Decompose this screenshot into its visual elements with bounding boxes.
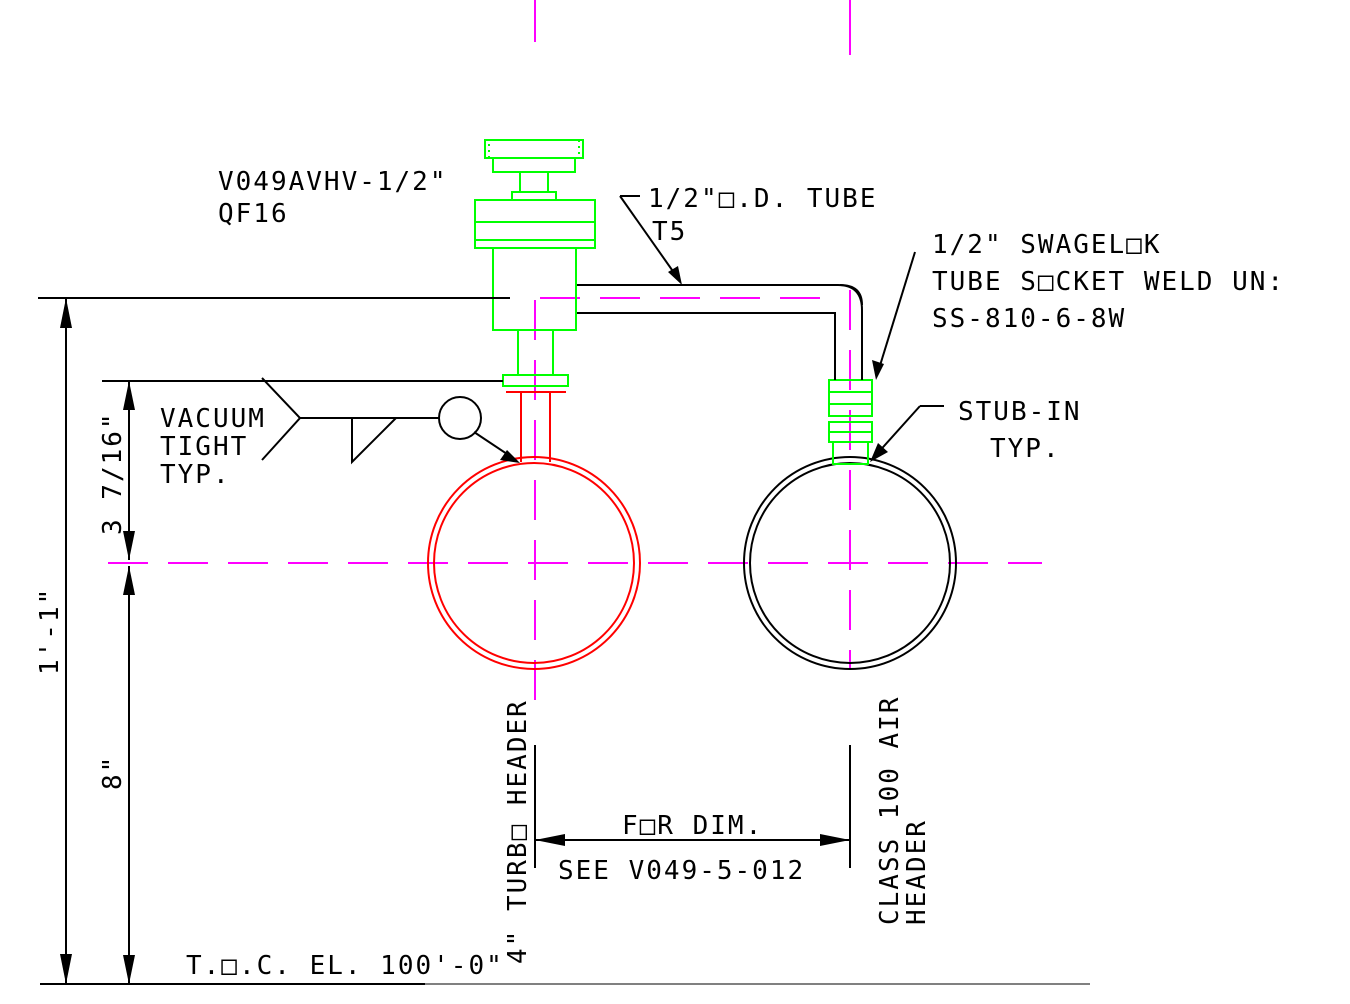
valve-sub-label: QF16 (218, 199, 289, 229)
upper-dimension: 3 7/16" (98, 411, 128, 535)
overall-dimension: 1'-1" (35, 587, 65, 675)
weld-label-1: VACUUM (160, 404, 266, 434)
valve-body (474, 139, 596, 387)
turbo-header-label: 4" TURB□ HEADER (503, 699, 533, 964)
leader-lines (261, 195, 944, 465)
toc-elevation-label: T.□.C. EL. 100'-0" (186, 951, 504, 981)
weld-label-3: TYP. (160, 460, 231, 490)
dimension-lines (38, 297, 1090, 985)
air-header-label-1: CLASS 100 AIR (875, 696, 905, 926)
tube-sub-label: T5 (652, 217, 687, 247)
stub-in-label-1: STUB-IN (958, 397, 1082, 427)
swagelok-fitting (828, 379, 873, 465)
tube-run (577, 284, 863, 380)
tube-label: 1/2"□.D. TUBE (648, 184, 878, 214)
centerlines (108, 0, 1042, 720)
see-ref-label: SEE V049-5-012 (558, 856, 805, 886)
swagelok-label-3: SS-810-6-8W (932, 304, 1126, 334)
for-dim-label: F□R DIM. (622, 811, 763, 841)
turbo-header-pipe (427, 456, 641, 670)
weld-label-2: TIGHT (160, 432, 248, 462)
swagelok-label-1: 1/2" SWAGEL□K (932, 230, 1162, 260)
stub-in-label-2: TYP. (990, 434, 1061, 464)
air-header-label-2: HEADER (902, 819, 932, 925)
annotations: V049AVHV-1/2" QF16 1/2"□.D. TUBE T5 1/2"… (35, 167, 1285, 981)
valve-tag-label: V049AVHV-1/2" (218, 167, 448, 197)
swagelok-label-2: TUBE S□CKET WELD UN: (932, 267, 1285, 297)
lower-dimension: 8" (98, 755, 128, 790)
